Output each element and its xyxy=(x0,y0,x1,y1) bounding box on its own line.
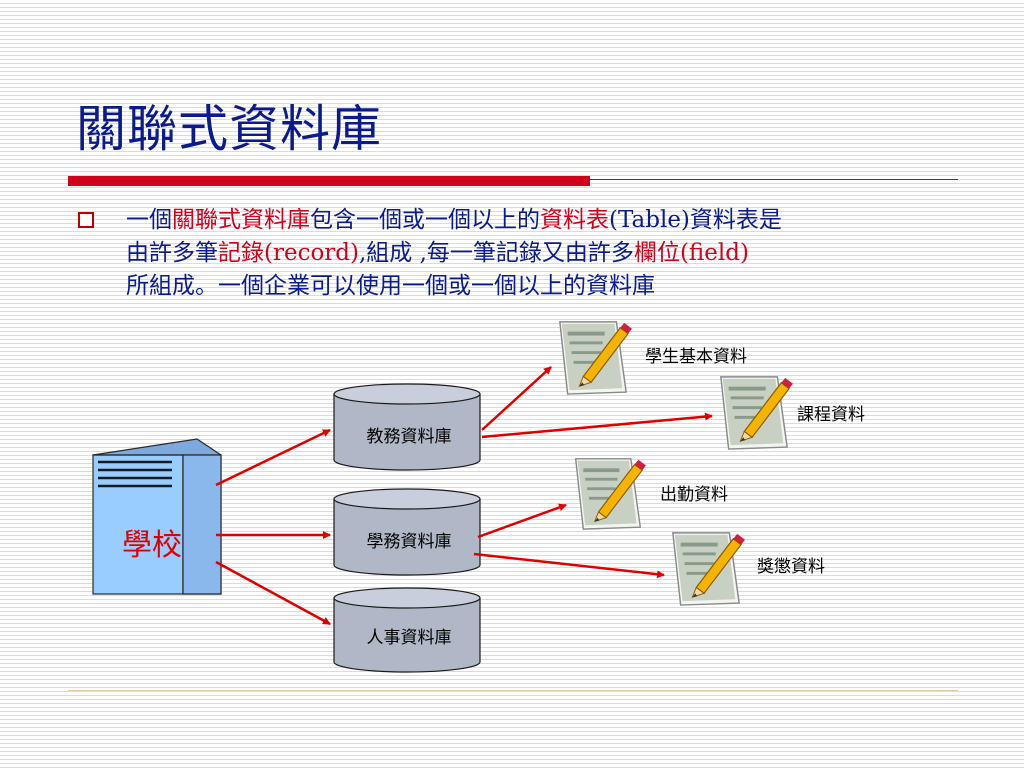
arrow-school-to-academic xyxy=(215,428,331,487)
table-label-attendance: 出勤資料 xyxy=(660,485,728,504)
footer-divider xyxy=(68,690,958,691)
bullet-text-segment: (Table)資料表是 xyxy=(609,207,782,233)
bullet-text-segment: 一個 xyxy=(126,207,172,233)
term-relational-database: 關聯式資料庫 xyxy=(172,207,310,233)
bullet-text-segment: ,組成 ,每一筆記錄又由許多 xyxy=(359,240,634,266)
discipline-data-icon xyxy=(672,532,746,606)
database-label: 人事資料庫 xyxy=(367,628,452,647)
table-label-discipline: 獎懲資料 xyxy=(757,557,825,576)
term-record: 記錄 xyxy=(218,240,264,266)
course-data-icon xyxy=(720,376,794,450)
bullet-text-segment: 包含一個或一個以上的 xyxy=(310,207,540,233)
bullet-square-icon xyxy=(78,212,94,228)
term-table: 資料表 xyxy=(540,207,609,233)
title-underline xyxy=(68,176,590,186)
arrow-student-affairs-to-attendance xyxy=(477,503,567,539)
arrow-school-to-personnel xyxy=(215,560,331,626)
slide-title: 關聯式資料庫 xyxy=(76,100,382,158)
database-personnel: 人事資料庫 xyxy=(333,587,481,673)
table-label-student-basic: 學生基本資料 xyxy=(645,347,747,366)
student-basic-data-icon xyxy=(559,321,633,395)
school-label: 學校 xyxy=(122,529,182,562)
table-label-course: 課程資料 xyxy=(797,405,865,424)
arrow-academic-to-course xyxy=(481,412,713,439)
bullet-text-segment: 所組成。一個企業可以使用一個或一個以上的資料庫 xyxy=(126,273,655,299)
arrow-academic-to-student-basic xyxy=(481,366,552,431)
database-label: 教務資料庫 xyxy=(367,427,452,446)
attendance-data-icon xyxy=(574,458,647,530)
school-server: 學校 xyxy=(91,438,222,595)
arrow-student-affairs-to-discipline xyxy=(473,552,665,579)
term-field: 欄位 xyxy=(633,240,680,266)
term-field-en: (field) xyxy=(679,240,749,266)
database-student-affairs: 學務資料庫 xyxy=(333,488,481,576)
bullet-text-segment: 由許多筆 xyxy=(126,240,218,266)
database-label: 學務資料庫 xyxy=(367,532,452,551)
database-academic: 教務資料庫 xyxy=(333,383,481,471)
bullet-paragraph: 一個關聯式資料庫包含一個或一個以上的資料表(Table)資料表是 由許多筆記錄(… xyxy=(126,204,956,303)
term-record-en: (record) xyxy=(264,240,359,266)
title-underline-thin xyxy=(590,179,958,180)
